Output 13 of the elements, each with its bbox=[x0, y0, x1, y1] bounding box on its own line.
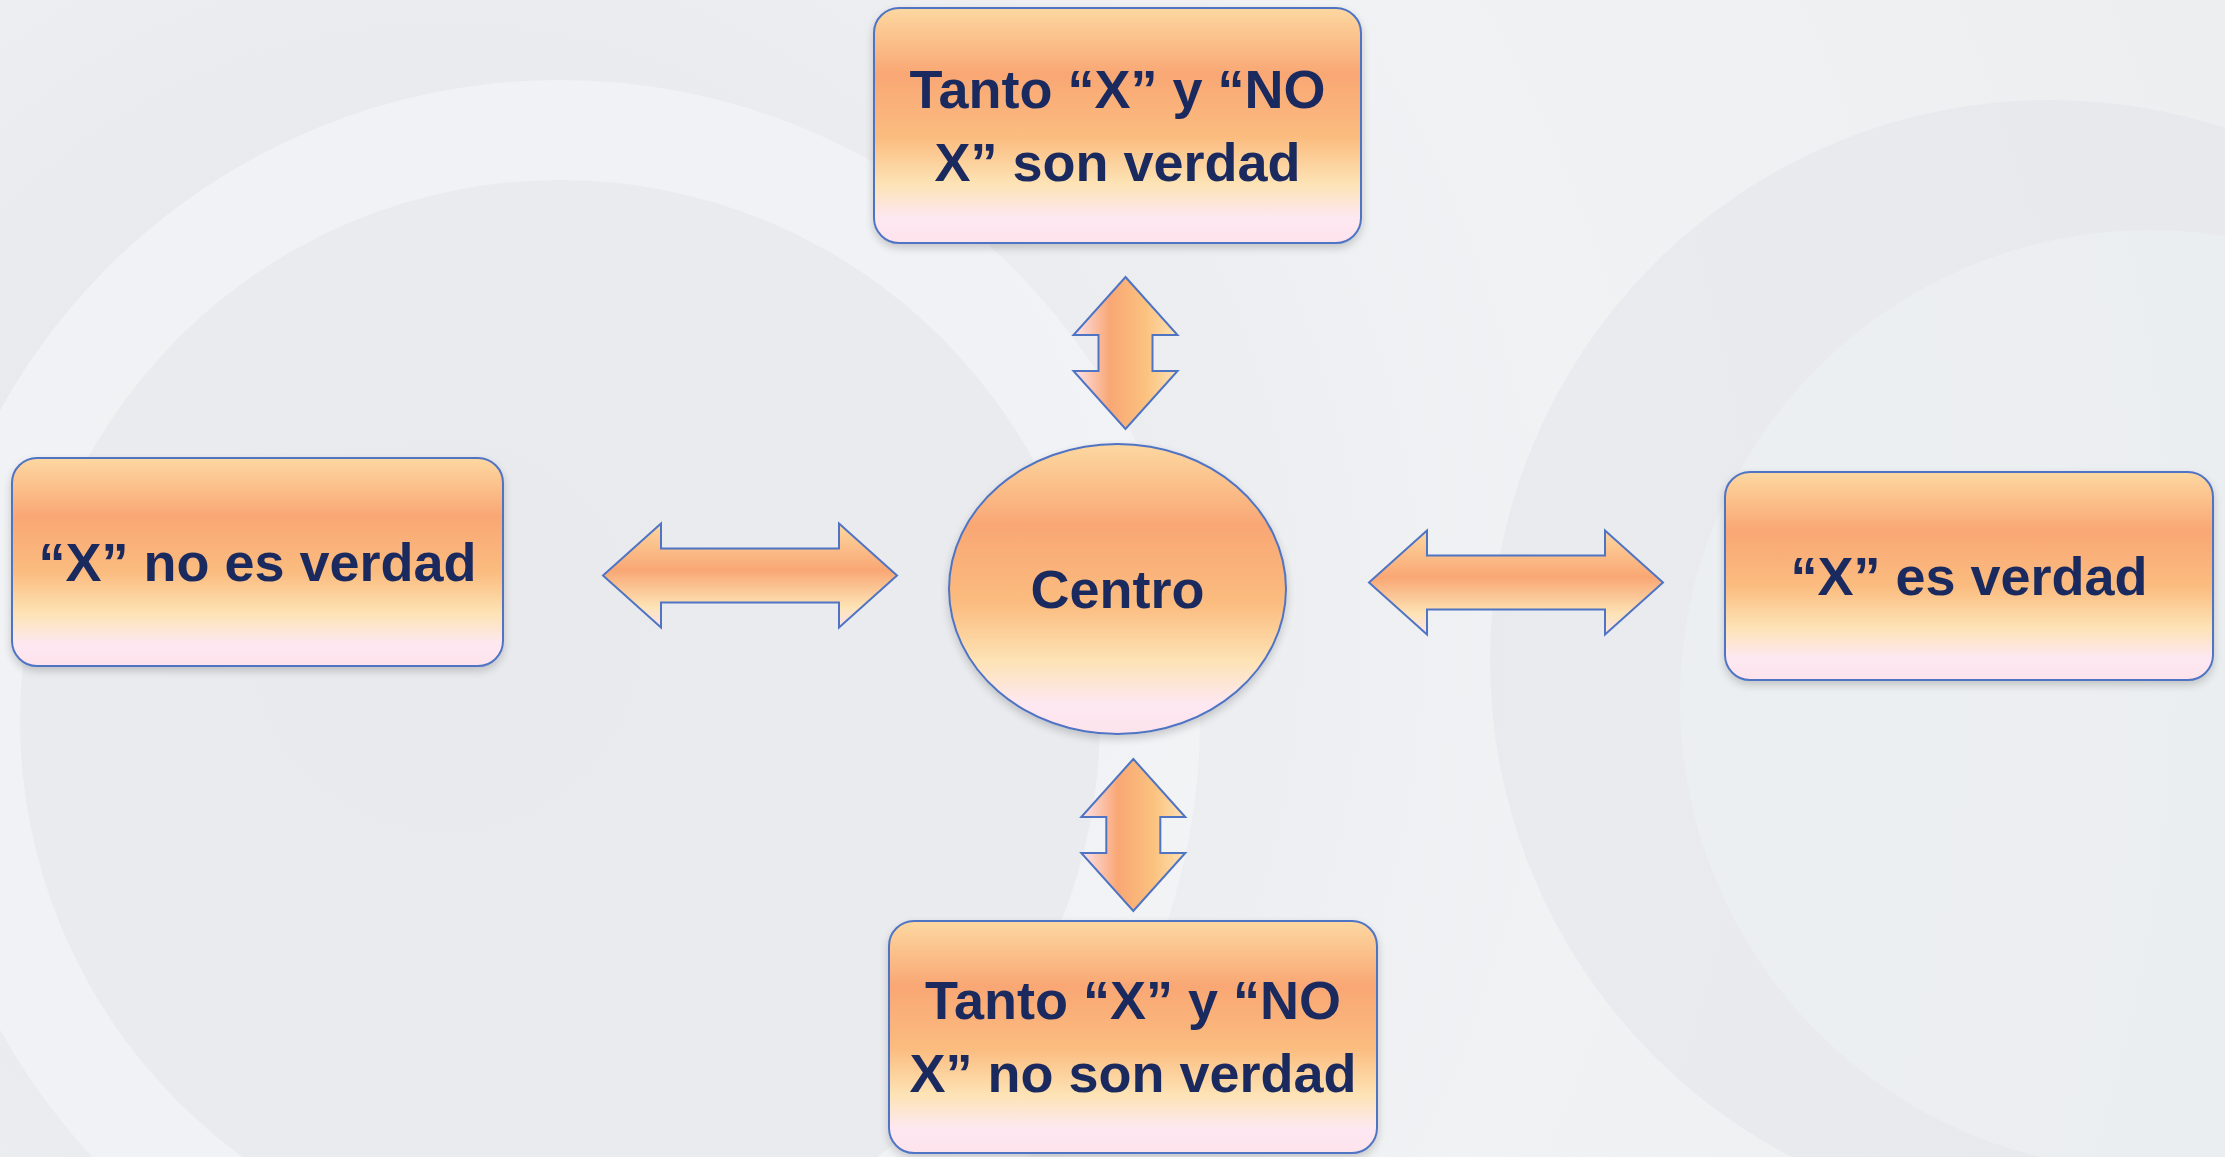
rounded-box bbox=[1724, 471, 2214, 681]
rounded-box bbox=[873, 7, 1362, 244]
node-text: Centro bbox=[1030, 557, 1205, 621]
node-text: Tanto “X” y “NO X” son verdad bbox=[908, 57, 1327, 194]
rounded-box bbox=[888, 920, 1378, 1154]
double-arrow bbox=[601, 521, 899, 630]
node-text: Tanto “X” y “NO X” no son verdad bbox=[908, 969, 1358, 1105]
rounded-box bbox=[11, 457, 504, 667]
node-text: “X” no es verdad bbox=[38, 530, 477, 594]
node-text: “X” es verdad bbox=[1790, 544, 2148, 608]
double-arrow bbox=[1079, 757, 1188, 913]
double-arrow bbox=[1367, 528, 1665, 637]
double-arrow bbox=[1071, 275, 1180, 431]
